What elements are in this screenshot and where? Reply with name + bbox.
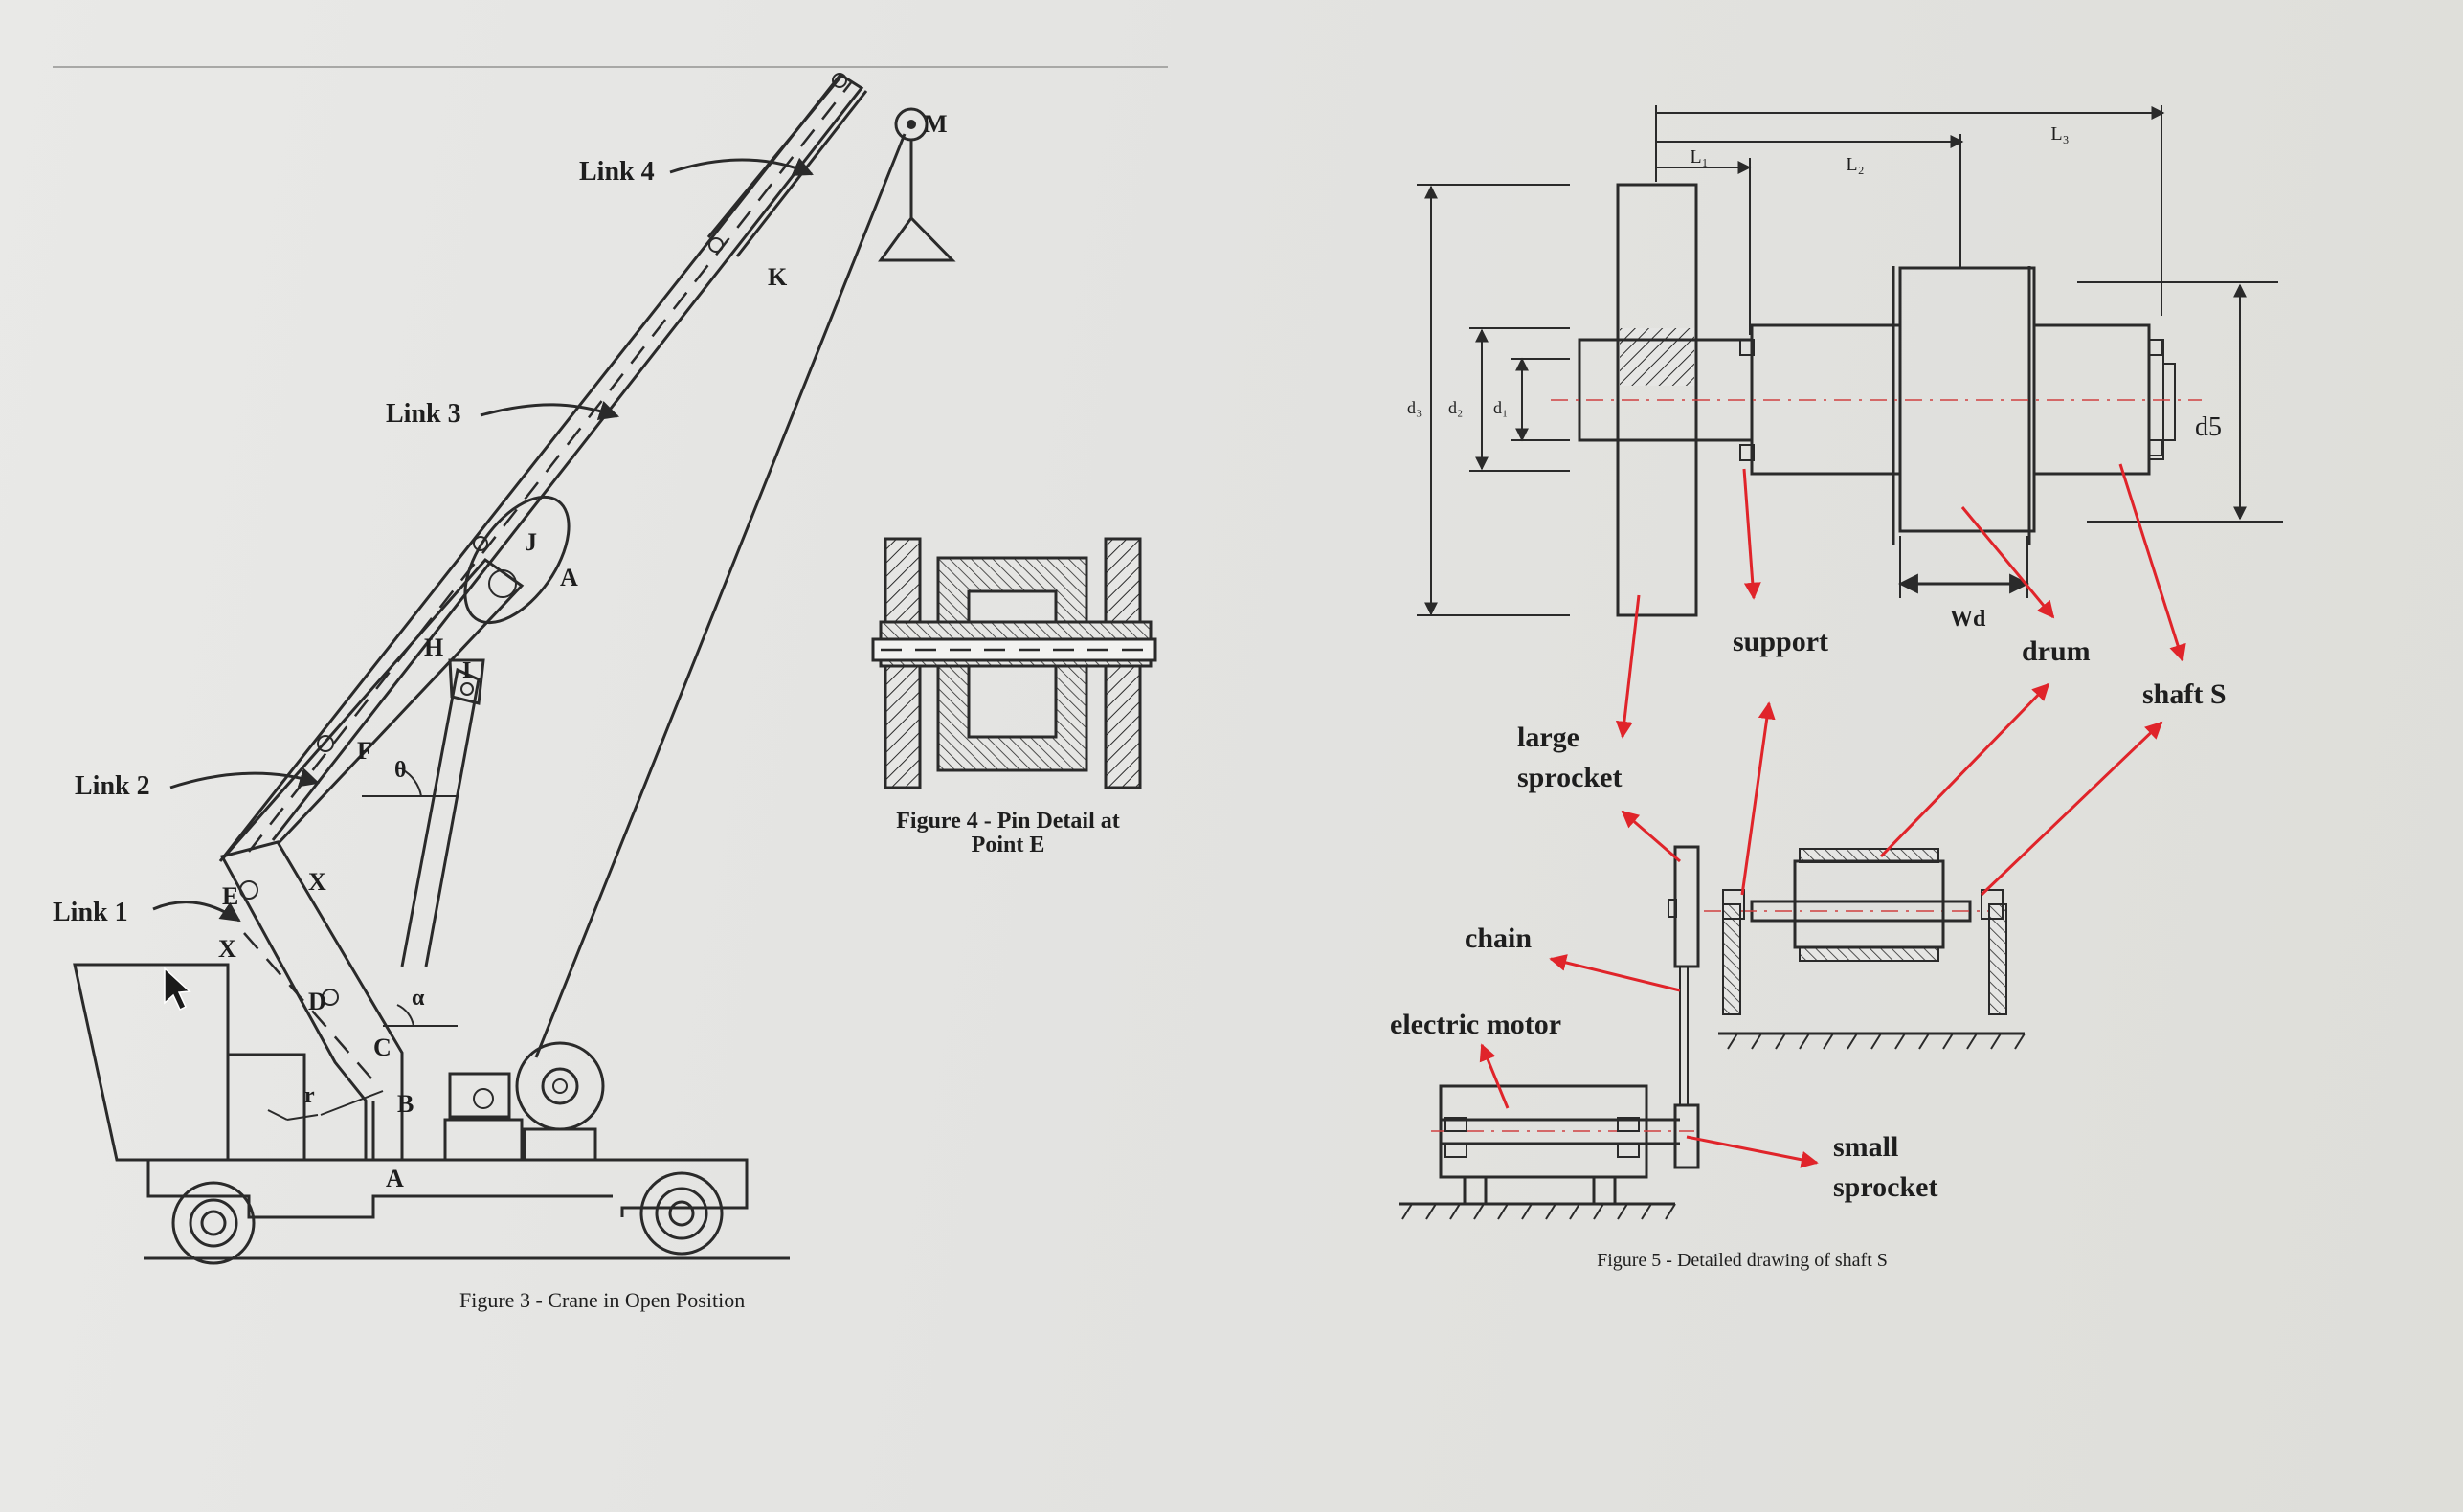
- pin-J: [473, 536, 488, 551]
- pin-I: [460, 682, 474, 696]
- arrow-large-sprocket: [1615, 594, 1641, 739]
- label-link-1: Link 1: [53, 898, 128, 927]
- link-1-base: [219, 840, 404, 1162]
- right-bearing-support: [1988, 903, 2007, 1015]
- label-d3: d₃: [1407, 398, 1422, 417]
- figure-3-caption: Figure 3 - Crane in Open Position: [459, 1288, 745, 1312]
- label-small-sprocket-1: small: [1833, 1131, 1898, 1163]
- label-L1: L₁: [1690, 146, 1708, 167]
- bracket-J: [463, 495, 571, 625]
- large-sprocket-side: [1673, 845, 1700, 968]
- point-X-lower: X: [218, 935, 236, 963]
- pin-E-shaft: [871, 637, 1157, 662]
- rear-wheel: [639, 1171, 724, 1256]
- figure-4-caption-line-2: Point E: [972, 833, 1045, 857]
- label-L2: L₂: [1846, 154, 1864, 175]
- pin-E: [239, 880, 258, 900]
- label-electric-motor: electric motor: [1390, 1009, 1561, 1040]
- link-4-arrow: [669, 157, 814, 176]
- label-chain: chain: [1465, 923, 1532, 954]
- figure-5-caption: Figure 5 - Detailed drawing of shaft S: [1597, 1250, 1888, 1271]
- point-C: C: [373, 1034, 392, 1061]
- label-L3: L₃: [2050, 123, 2069, 145]
- point-E: E: [222, 882, 238, 910]
- truck-cab: [73, 963, 230, 1162]
- point-J: J: [525, 528, 537, 556]
- label-wd: Wd: [1950, 607, 1986, 632]
- mouse-cursor-icon: [164, 967, 191, 1012]
- point-M: M: [924, 110, 948, 138]
- link-2-boom: [220, 557, 525, 860]
- label-small-sprocket-2: sprocket: [1833, 1171, 1937, 1203]
- radius-r: r: [304, 1083, 315, 1108]
- hook-weight: [878, 215, 956, 262]
- link-3-arrow: [480, 401, 619, 420]
- point-X-upper: X: [308, 868, 326, 896]
- label-support: support: [1733, 626, 1828, 657]
- label-link-2: Link 2: [75, 771, 150, 801]
- figure-4-caption-line-1: Figure 4 - Pin Detail at: [896, 809, 1120, 834]
- point-F: F: [357, 737, 372, 765]
- winch-drum: [515, 1041, 605, 1131]
- angle-alpha: α: [412, 986, 425, 1011]
- point-H: H: [424, 634, 443, 661]
- figure-4-pin-detail: Figure 4 - Pin Detail at Point E: [871, 537, 1157, 857]
- left-bearing-support: [1722, 903, 1741, 1015]
- point-B: B: [397, 1090, 414, 1118]
- point-A-bottom: A: [386, 1165, 404, 1192]
- link-1-arrow: [152, 901, 241, 923]
- label-shaft-S: shaft S: [2142, 678, 2227, 710]
- point-A-top: A: [560, 564, 578, 591]
- front-wheel: [171, 1181, 256, 1265]
- point-I: I: [462, 658, 471, 683]
- guy-cable: [534, 133, 907, 1058]
- small-sprocket: [1673, 1103, 1700, 1169]
- arrow-shaft-S: [2118, 463, 2186, 662]
- link-2-arrow: [169, 767, 321, 789]
- pin-K: [708, 237, 724, 253]
- winch-motor: [448, 1072, 511, 1119]
- label-link-3: Link 3: [386, 399, 461, 429]
- label-d5: d5: [2195, 412, 2222, 442]
- pin-F: [317, 735, 334, 752]
- cab-block: [226, 1053, 306, 1162]
- arrow-support: [1742, 468, 1761, 600]
- label-d1: d₁: [1493, 398, 1508, 417]
- label-drum: drum: [2022, 635, 2091, 667]
- figure-5-shaft: L₁ L₂ L₃ d₃ d₂ d₁ d5: [1390, 105, 2283, 1271]
- lower-drum: [1793, 859, 1945, 949]
- arrow-drum: [1960, 506, 2055, 619]
- point-K: K: [768, 263, 788, 291]
- angle-theta: θ: [394, 758, 407, 783]
- label-large-sprocket-1: large: [1517, 722, 1579, 753]
- label-d2: d₂: [1448, 398, 1463, 417]
- figure-3-crane: Link 4 Link 3 Link 2 Link 1 M K J A H I …: [53, 73, 956, 1312]
- hydraulic-cylinder: [400, 667, 481, 967]
- label-large-sprocket-2: sprocket: [1517, 762, 1622, 793]
- point-D: D: [308, 988, 326, 1015]
- label-link-4: Link 4: [579, 157, 655, 187]
- pin-D: [322, 989, 339, 1006]
- boom-centerline: [248, 80, 853, 853]
